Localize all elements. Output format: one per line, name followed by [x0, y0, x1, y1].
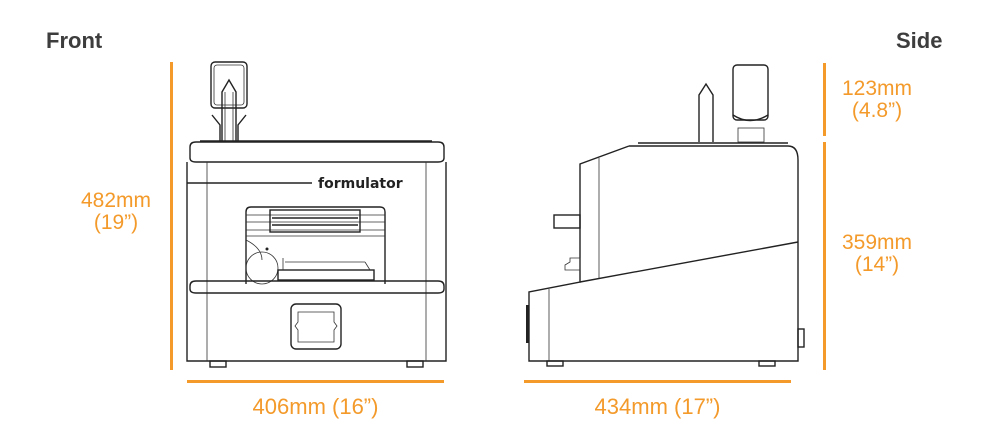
side-top-inch: (4.8”): [851, 99, 903, 122]
side-view-title: Side: [896, 28, 943, 53]
front-width-line: [187, 380, 444, 383]
side-top-mm: 123mm: [841, 77, 913, 100]
front-height-line: [170, 62, 173, 370]
side-depth-label: 434mm (17”): [594, 394, 721, 419]
side-body-inch: (14”): [854, 253, 900, 276]
front-height-inch: (19”): [93, 211, 139, 234]
side-body-mm: 359mm: [841, 231, 913, 254]
side-depth-line: [524, 380, 791, 383]
front-brand-label: formulator: [318, 176, 403, 192]
front-height-label: 482mm (19”): [66, 190, 166, 234]
side-device-drawing: [526, 64, 805, 367]
side-body-line: [823, 142, 826, 370]
front-height-mm: 482mm: [80, 189, 152, 212]
front-width-label: 406mm (16”): [252, 394, 379, 419]
side-top-line: [823, 63, 826, 136]
front-view-title: Front: [46, 28, 103, 53]
side-top-label: 123mm (4.8”): [832, 78, 922, 122]
side-body-label: 359mm (14”): [832, 232, 922, 276]
front-device-drawing: formulator: [186, 61, 447, 368]
